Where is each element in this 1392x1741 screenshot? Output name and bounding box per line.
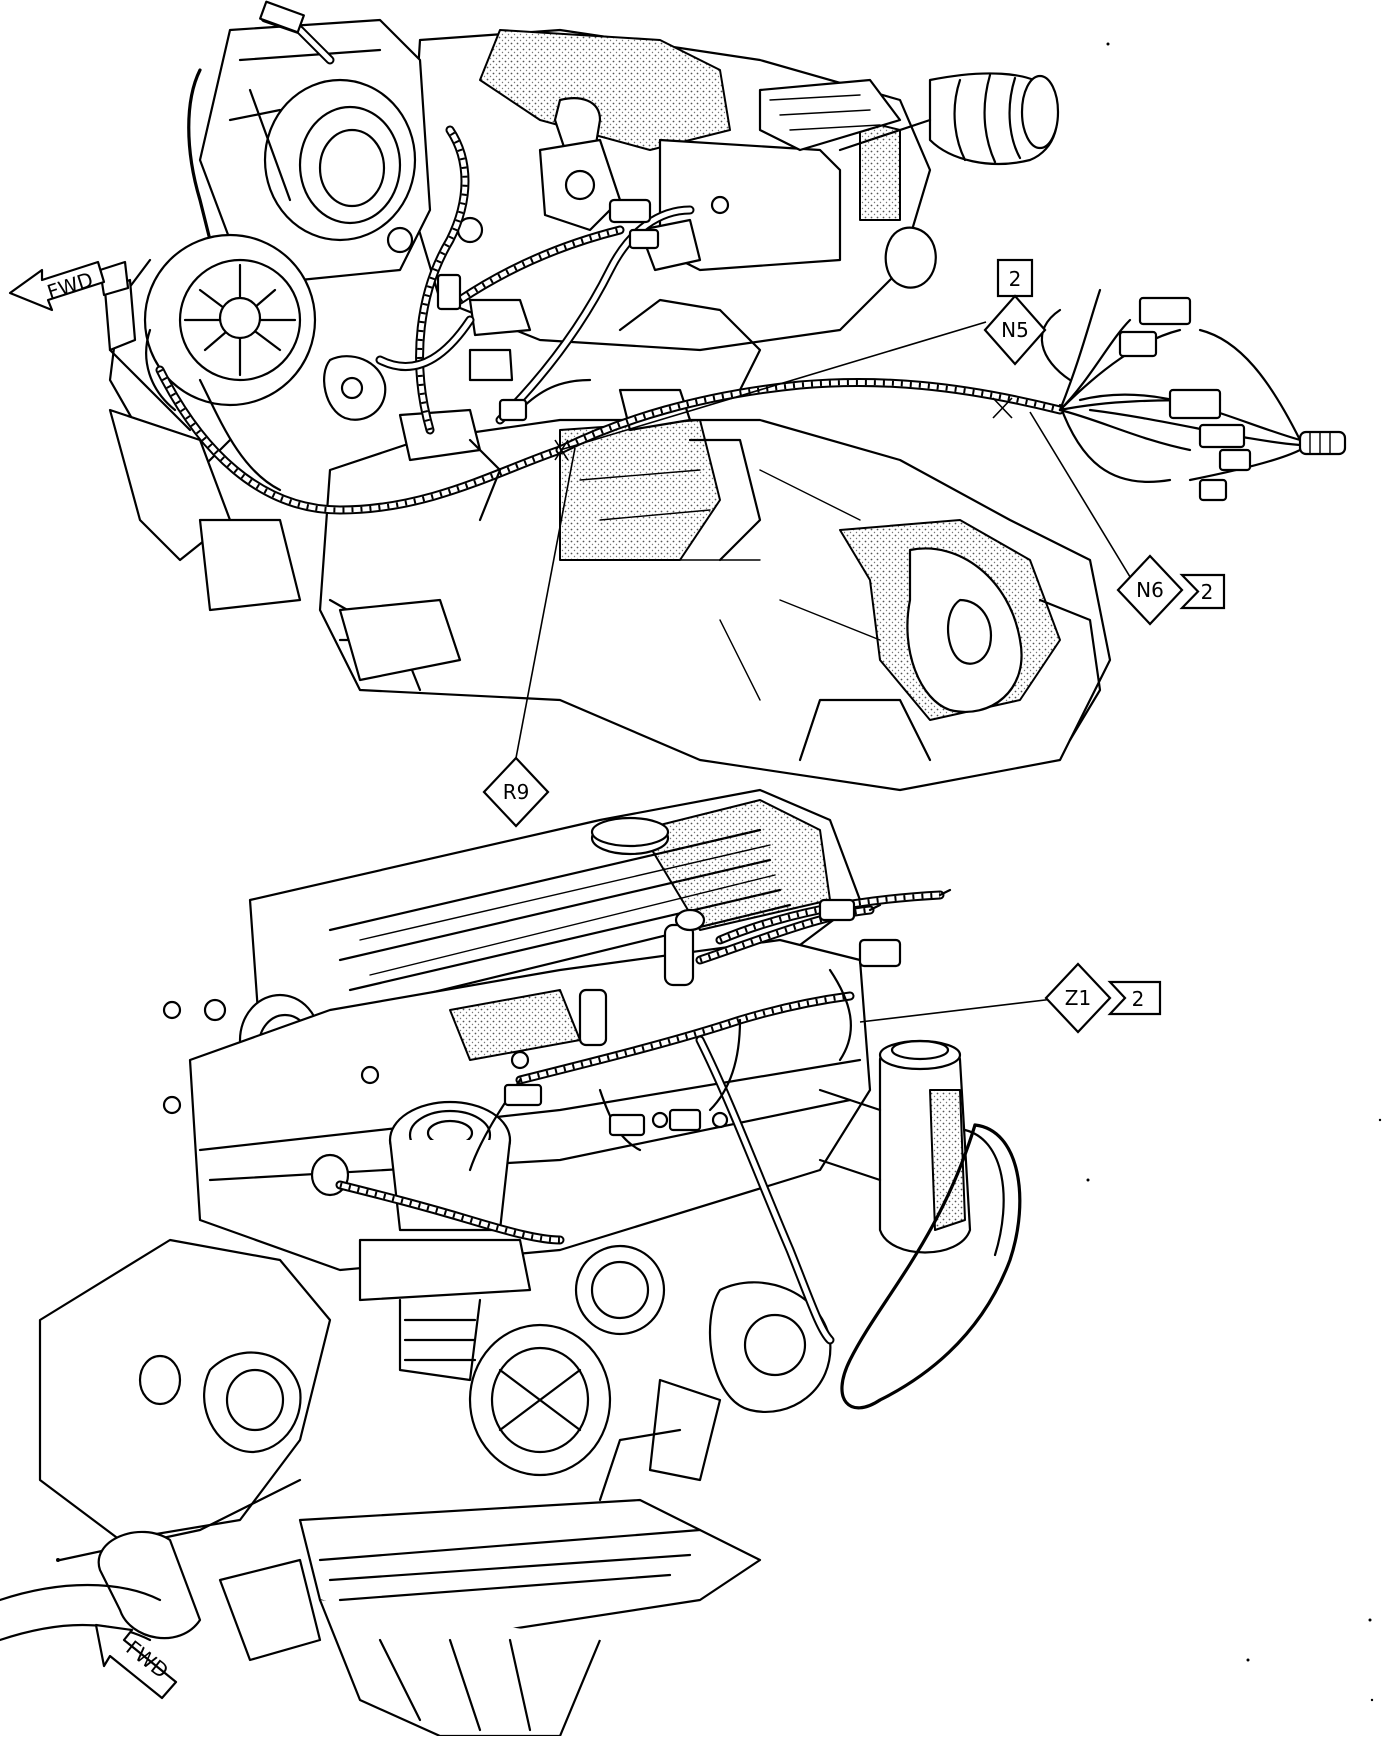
callout-n5-sheet: 2: [1009, 267, 1022, 291]
callout-n5-code: N5: [1001, 318, 1029, 342]
fwd-direction-arrow-upper: FWD: [8, 260, 106, 312]
callout-z1-code: Z1: [1065, 986, 1091, 1010]
lower-engine-view: FWD: [0, 788, 1022, 1738]
callout-n5: 2 N5: [554, 258, 1047, 461]
harness-connector-bundle: [1040, 288, 1347, 502]
callout-r9: R9: [482, 447, 576, 828]
upper-wiring-harness: [145, 125, 1065, 522]
callout-n6-code: N6: [1136, 578, 1164, 602]
callout-z1: Z1 2: [859, 962, 1162, 1034]
callout-r9-code: R9: [503, 780, 530, 804]
upper-engine-view: FWD: [8, 0, 1347, 792]
scan-specks: [56, 42, 1382, 1702]
callout-z1-sheet: 2: [1132, 987, 1145, 1011]
fwd-label-upper: FWD: [44, 267, 96, 304]
callout-n6-sheet: 2: [1201, 580, 1214, 604]
lower-wiring-harness: [335, 888, 952, 1345]
callout-n6: N6 2: [992, 397, 1226, 626]
